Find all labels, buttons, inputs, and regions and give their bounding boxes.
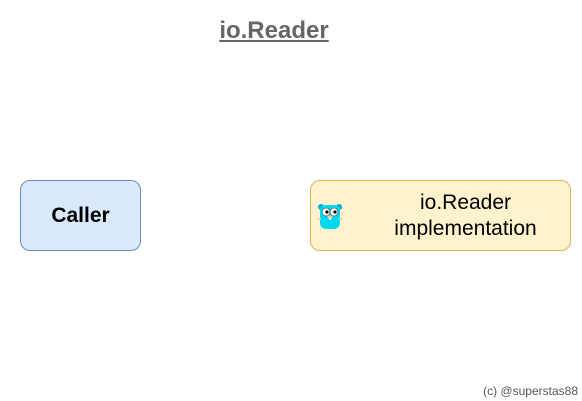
caller-box: Caller [20,180,141,251]
diagram-title: io.Reader [219,17,329,44]
implementation-label: io.Reader implementation [361,190,570,242]
io-reader-implementation-box: io.Reader implementation [310,180,571,251]
go-gopher-icon [317,202,343,230]
caller-label: Caller [51,203,110,227]
implementation-label-line2: implementation [394,217,537,240]
implementation-label-line1: io.Reader [419,191,512,214]
copyright-text: (c) @superstas88 [483,384,578,398]
